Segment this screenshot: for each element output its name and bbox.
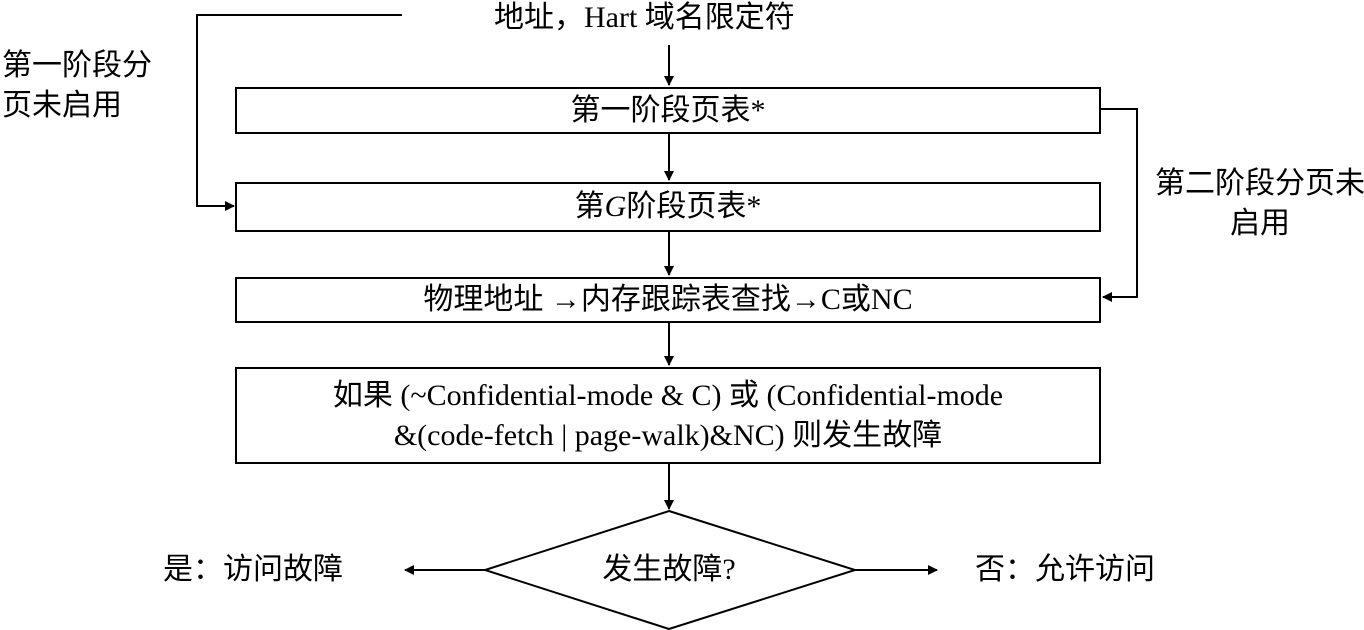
decision-diamond — [481, 509, 859, 630]
arrow-bypass-stage1 — [196, 14, 402, 211]
memory-tracking-lookup-label: 物理地址 →内存跟踪表查找→C或NC — [423, 283, 913, 316]
stage1-disabled-label: 第一阶段分页未启用 — [2, 49, 152, 122]
fault-condition-box: 如果 (~Confidential-mode & C) 或 (Confident… — [235, 367, 1101, 464]
memory-tracking-lookup-box: 物理地址 →内存跟踪表查找→C或NC — [235, 277, 1101, 323]
input-label: 地址，Hart 域名限定符 — [494, 1, 795, 34]
fault-condition-line2: &(code-fetch | page-walk)&NC) 则发生故障 — [393, 418, 943, 452]
g-stage-page-table-label: 第G阶段页表* — [574, 190, 762, 223]
fault-condition-line1: 如果 (~Confidential-mode & C) 或 (Confident… — [332, 378, 1004, 412]
stage2-disabled-label: 第二阶段分页未启用 — [1155, 167, 1364, 240]
stage1-page-table-box: 第一阶段页表* — [235, 87, 1101, 134]
g-stage-page-table-box: 第G阶段页表* — [235, 182, 1101, 232]
arrow-bypass-stage2 — [1101, 108, 1138, 302]
decision-label: 发生故障? — [602, 553, 736, 586]
yes-outcome-label: 是：访问故障 — [163, 553, 343, 586]
no-outcome-label: 否：允许访问 — [975, 553, 1155, 586]
stage1-page-table-label: 第一阶段页表* — [570, 93, 766, 127]
